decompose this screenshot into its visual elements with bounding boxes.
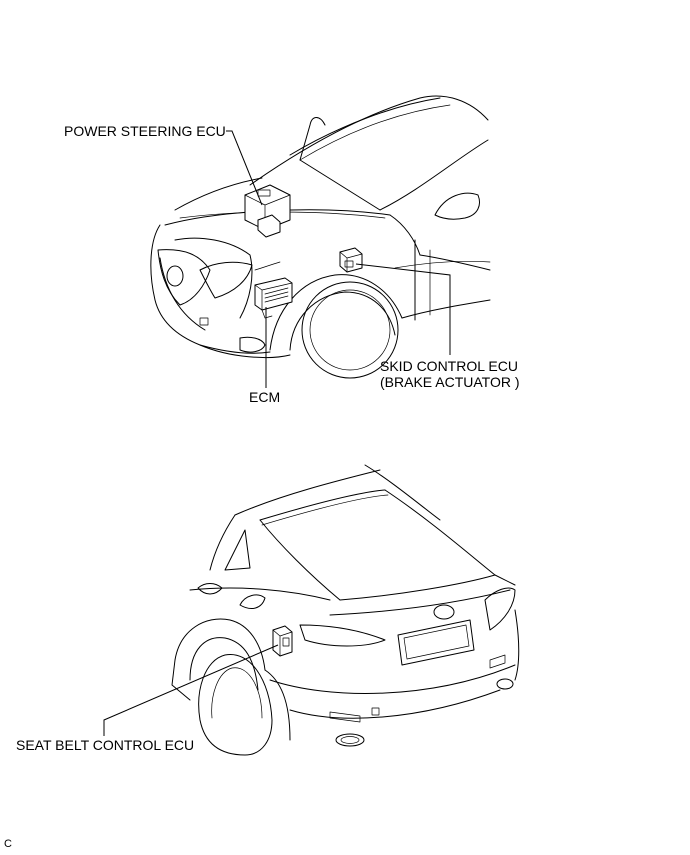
seat-belt-control-ecu-label: SEAT BELT CONTROL ECU <box>16 737 195 753</box>
seat-belt-control-ecu-leader <box>103 644 279 736</box>
seat-belt-control-ecu-part <box>272 625 293 657</box>
ecm-part <box>254 261 293 319</box>
brake-actuator-label: (BRAKE ACTUATOR ) <box>380 374 520 390</box>
corner-mark: C <box>4 838 12 850</box>
ecm-label: ECM <box>249 389 281 405</box>
power-steering-ecu-leader <box>226 130 263 206</box>
skid-control-ecu-leader <box>355 263 451 355</box>
front-car-illustration <box>150 95 491 379</box>
power-steering-ecu-label: POWER STEERING ECU <box>64 123 226 139</box>
rear-car-illustration <box>171 464 520 756</box>
skid-control-ecu-part <box>339 247 363 273</box>
skid-control-ecu-label: SKID CONTROL ECU <box>380 358 518 374</box>
power-steering-ecu-part <box>244 184 291 238</box>
